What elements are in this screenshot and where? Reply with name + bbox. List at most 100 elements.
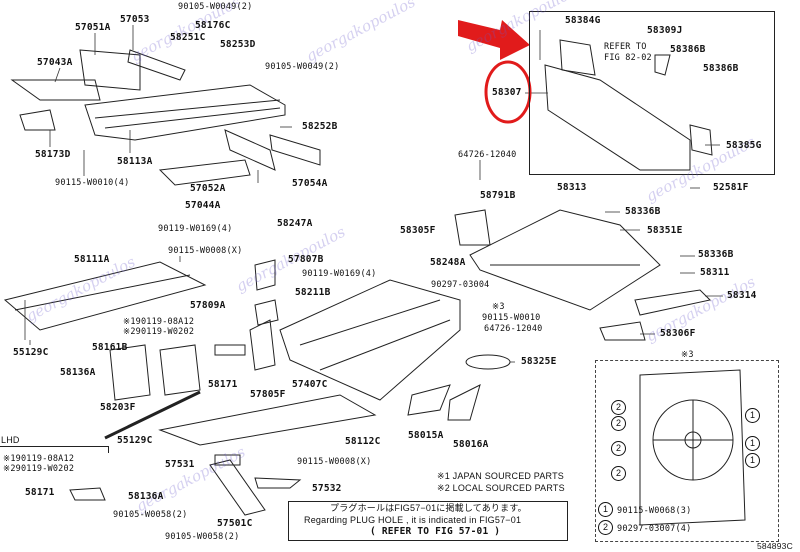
part-label: 90115-W0008(X) xyxy=(168,246,243,256)
part-57044A xyxy=(158,159,251,186)
part-label: 90105-W0049(2) xyxy=(178,2,253,12)
callout-2: 2 xyxy=(611,441,626,456)
part-label: 90119-W0169(4) xyxy=(158,224,233,234)
part-57052A xyxy=(224,129,276,171)
part-label: 57532 xyxy=(312,483,342,494)
front-floor-pan xyxy=(84,84,286,141)
callout-2: 2 xyxy=(611,400,626,415)
part-label: 64726-12040 xyxy=(484,324,543,334)
part-label: 90105-W0049(2) xyxy=(265,62,340,72)
callout-2: 2 xyxy=(611,416,626,431)
part-label: 58176C xyxy=(195,20,231,31)
part-58306F xyxy=(599,321,646,341)
part-label: 90105-W0058(2) xyxy=(165,532,240,542)
part-label: 57044A xyxy=(185,200,221,211)
part-label: 90297-03004 xyxy=(431,280,490,290)
part-label: 58336B xyxy=(625,206,661,217)
part-58015A xyxy=(407,384,451,416)
red-arrow-icon xyxy=(458,20,530,60)
part-label: 58112C xyxy=(345,436,381,447)
part-58305F xyxy=(454,209,491,246)
part-label: 58161B xyxy=(92,342,128,353)
part-58325E xyxy=(465,354,511,370)
part-57051A xyxy=(79,49,141,91)
part-label: 58313 xyxy=(557,182,587,193)
part-label: 58311 xyxy=(700,267,730,278)
part-58385G xyxy=(689,124,713,156)
part-57531 xyxy=(214,454,241,466)
part-label: 58248A xyxy=(430,257,466,268)
part-label: 58386B xyxy=(703,63,739,74)
part-58203F xyxy=(109,344,151,401)
part-57053 xyxy=(127,49,186,81)
part-58016A xyxy=(447,384,481,421)
source-mark: ※3 xyxy=(492,302,505,312)
part-label: ※290119-W0202 xyxy=(3,464,75,474)
legend-part-2: 90297-03007(4) xyxy=(617,524,692,534)
part-55129C-bar xyxy=(104,390,201,440)
legend-callout-1: 1 xyxy=(598,502,613,517)
part-label: 55129C xyxy=(13,347,49,358)
lhd-label: LHD xyxy=(1,435,20,445)
part-58314 xyxy=(634,289,712,316)
part-label: 58173D xyxy=(35,149,71,160)
part-58307 xyxy=(544,64,691,171)
part-label: 58325E xyxy=(521,356,557,367)
part-label: 57051A xyxy=(75,22,111,33)
part-58161B xyxy=(159,344,201,396)
part-58211B xyxy=(279,279,461,401)
part-57043A xyxy=(10,79,101,101)
part-57501C xyxy=(209,459,266,516)
part-label: 58171 xyxy=(25,487,55,498)
part-label: 58203F xyxy=(100,402,136,413)
source-mark: ※3 xyxy=(681,350,694,360)
legend-callout-2: 2 xyxy=(598,520,613,535)
part-label: 57054A xyxy=(292,178,328,189)
part-label: 57052A xyxy=(190,183,226,194)
inset-floor xyxy=(639,369,746,526)
part-58171 xyxy=(214,344,246,356)
part-label: 58336B xyxy=(698,249,734,260)
plug-hole-reference: ( REFER TO FIG 57-01 ) xyxy=(370,526,501,537)
refer-note: REFER TO xyxy=(604,42,647,52)
part-label: 90115-W0008(X) xyxy=(297,457,372,467)
part-58311 xyxy=(469,209,661,311)
part-label: 58384G xyxy=(565,15,601,26)
rear-panel-group-box xyxy=(529,11,775,175)
part-label: 57805F xyxy=(250,389,286,400)
part-label: 58305F xyxy=(400,225,436,236)
highlighted-part-label: 58307 xyxy=(492,87,522,98)
callout-2: 2 xyxy=(611,466,626,481)
part-label: 58015A xyxy=(408,430,444,441)
part-58171-lhd xyxy=(69,487,106,501)
part-label: 57407C xyxy=(292,379,328,390)
part-label: 58385G xyxy=(726,140,762,151)
diagram-id: 584893C xyxy=(757,541,793,551)
part-label: 90105-W0058(2) xyxy=(113,510,188,520)
part-57805F xyxy=(249,319,276,371)
part-label: 52581F xyxy=(713,182,749,193)
part-label: ※290119-W0202 xyxy=(123,327,195,337)
part-label: 90115-W0010 xyxy=(482,313,541,323)
part-label: 64726-12040 xyxy=(458,150,517,160)
part-label: 58247A xyxy=(277,218,313,229)
part-label: 57807B xyxy=(288,254,324,265)
local-sourced-note: ※2 LOCAL SOURCED PARTS xyxy=(437,483,565,493)
part-label: 58251C xyxy=(170,32,206,43)
part-label: 58016A xyxy=(453,439,489,450)
part-label: 57531 xyxy=(165,459,195,470)
part-label: ※190119-08A12 xyxy=(3,454,75,464)
callout-1: 1 xyxy=(745,408,760,423)
callout-1: 1 xyxy=(745,436,760,451)
part-label: 58306F xyxy=(660,328,696,339)
part-57809A xyxy=(254,299,279,326)
part-label: 58113A xyxy=(117,156,153,167)
part-label: 90119-W0169(4) xyxy=(302,269,377,279)
plug-hole-note-jp: プラグホールはFIG57−01に掲載してあります。 xyxy=(330,503,527,513)
part-57807B xyxy=(254,259,276,291)
plug-hole-note-en: Regarding PLUG HOLE , it is indicated in… xyxy=(304,515,522,525)
part-label: 58309J xyxy=(647,25,683,36)
lhd-bracket xyxy=(0,446,109,453)
